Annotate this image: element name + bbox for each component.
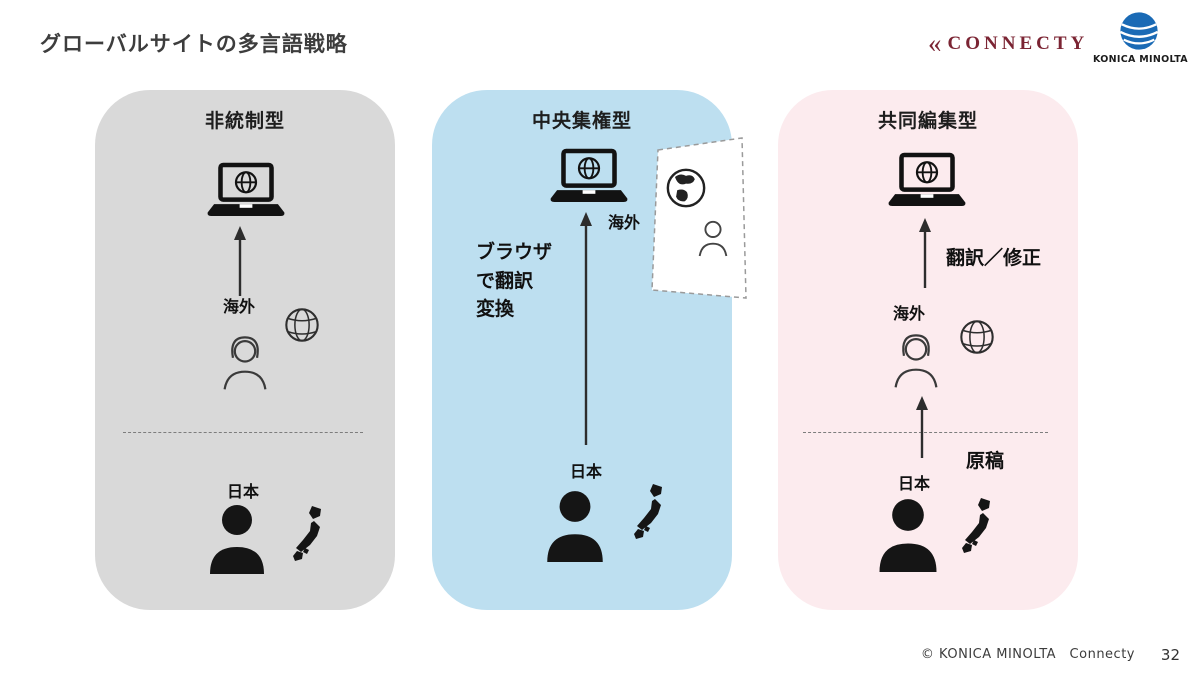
browser-translate-note: ブラウザ で翻訳 変換	[476, 238, 552, 324]
man-icon	[876, 496, 940, 572]
connecty-logo: « CONNECTY	[928, 30, 1088, 57]
browser-translate-note-line2: で翻訳	[476, 269, 534, 292]
page-number: 32	[1160, 646, 1180, 664]
arrow-up-icon	[914, 396, 930, 458]
laptop-globe-icon	[886, 152, 968, 209]
panel-uncontrolled: 非統制型 海外	[95, 90, 395, 610]
footer-copyright: © KONICA MINOLTA Connecty	[920, 647, 1135, 662]
japan-label: 日本	[227, 482, 260, 501]
konica-globe-icon	[1093, 10, 1185, 52]
japan-map-icon	[956, 496, 994, 556]
laptop-globe-icon	[548, 148, 630, 205]
arrow-up-icon	[232, 226, 248, 296]
konica-minolta-logo: KONICA MINOLTA	[1093, 10, 1188, 65]
connecty-chevron-icon: «	[928, 28, 942, 58]
overseas-label: 海外	[893, 304, 926, 323]
panel-centralized-title: 中央集権型	[531, 110, 632, 132]
man-icon	[207, 502, 267, 574]
globe-icon	[283, 306, 321, 344]
woman-icon	[217, 330, 273, 393]
browser-translate-note-line3: 変換	[476, 298, 515, 320]
laptop-globe-icon	[205, 162, 287, 219]
man-icon	[544, 488, 606, 562]
japan-map-icon	[628, 482, 666, 542]
arrow-up-icon	[578, 212, 594, 445]
japan-label: 日本	[898, 474, 931, 493]
japan-label: 日本	[570, 462, 603, 481]
overseas-label: 海外	[608, 213, 641, 232]
translate-fix-label: 翻訳／修正	[946, 247, 1042, 269]
globe-icon	[664, 166, 708, 210]
connecty-wordmark: CONNECTY	[947, 32, 1089, 54]
panel-uncontrolled-title: 非統制型	[204, 110, 285, 132]
person-icon	[694, 216, 732, 258]
draft-label: 原稿	[966, 450, 1005, 472]
woman-icon	[888, 328, 944, 391]
globe-icon	[958, 318, 996, 356]
japan-map-icon	[287, 504, 325, 564]
page-title: グローバルサイトの多言語戦略	[40, 32, 348, 56]
panel-centralized: 中央集権型 海外	[432, 90, 747, 610]
panel-collaborative: 共同編集型 翻訳／修正 海外	[778, 90, 1078, 610]
divider	[123, 432, 363, 433]
divider	[803, 432, 1048, 433]
overseas-label: 海外	[223, 297, 256, 316]
arrow-up-icon	[917, 218, 933, 288]
panel-collaborative-title: 共同編集型	[877, 110, 978, 132]
browser-translate-note-line1: ブラウザ	[476, 241, 553, 263]
konica-wordmark: KONICA MINOLTA	[1093, 54, 1188, 65]
